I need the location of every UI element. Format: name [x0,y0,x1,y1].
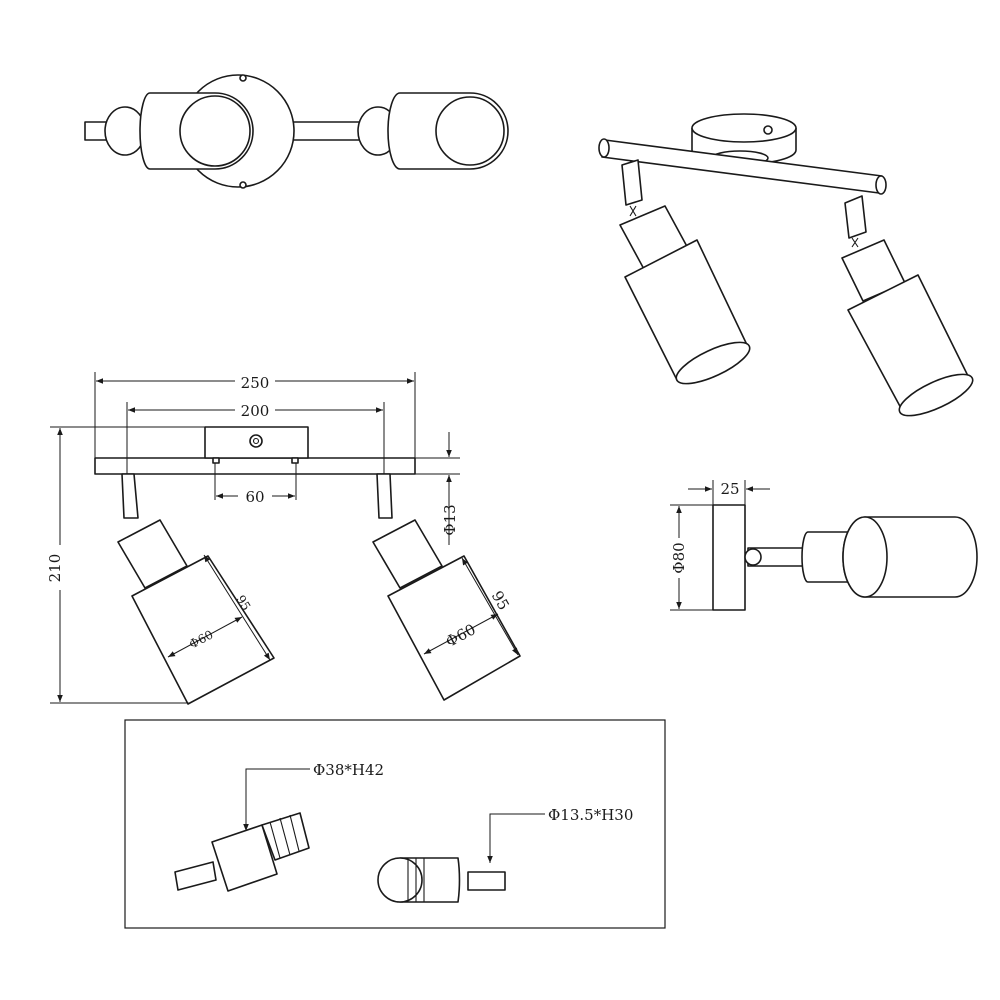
top-spot-left [104,92,254,170]
spot-3d-right [841,195,974,417]
canopy-screw-bottom [239,181,247,189]
perspective-view [598,113,974,417]
lampholder-detail [174,812,310,892]
top-spot-right [357,92,509,170]
dim-arm-diameter: Φ13 [441,504,459,535]
lampholder-spec-label: Φ38*H42 [313,761,384,779]
top-view [84,74,509,189]
canopy-screw-top [239,74,247,82]
side-view [670,480,978,611]
dim-canopy-width: 60 [245,488,264,506]
front-spot-left [117,473,275,705]
front-bar [94,457,416,475]
side-canopy [712,504,746,611]
dim-canopy-diameter: Φ80 [670,542,688,573]
dim-canopy-depth: 25 [720,480,739,498]
dim-total-height: 210 [46,554,64,583]
joint-spec-label: Φ13.5*H30 [548,806,633,824]
front-view [50,372,521,705]
dim-spot-spacing: 200 [241,402,270,420]
joint-detail [377,857,506,903]
canopy-screw-3d [763,125,773,135]
dim-shade-length-left: 95 [233,593,253,613]
dim-total-length: 250 [241,374,270,392]
detail-box [124,719,666,929]
spot-3d-left [619,159,751,385]
